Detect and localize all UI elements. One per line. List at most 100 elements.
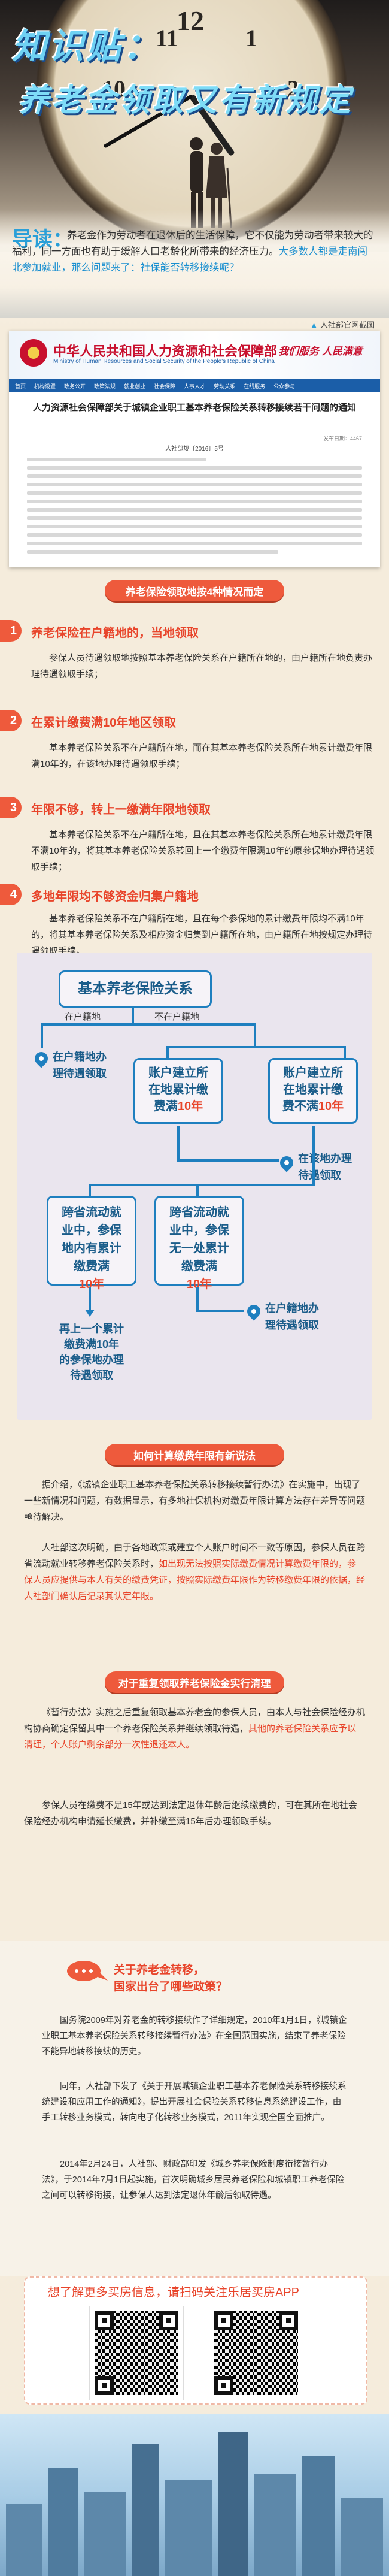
flow-connector [89,1184,91,1196]
location-pin-icon [277,1153,296,1172]
document-org-name: 中华人民共和国人力资源和社会保障部 [53,344,278,359]
doc-nav-item: 在线服务 [244,383,266,389]
item-body: 参保人员待遇领取地按照基本养老保险关系在户籍所在地的，由户籍所在地负责办理待遇领… [31,653,373,679]
city-skyline-footer [0,2414,389,2576]
flow-connector [196,1287,199,1311]
flow-connector [41,1023,43,1048]
flow-box-line: 业中，参保 [169,1224,229,1237]
clock-number: 11 [156,25,178,52]
page-title-line1: 知识贴： [12,27,161,66]
section2-paragraph: 据介绍，《城镇企业职工基本养老保险关系转移接续暂行办法》在实施中，出现了一些新情… [24,1480,366,1522]
lead-text-highlight: 大多数人都是走南闯北参加就业，那么问题来了：社保能否转移接续呢？ [12,246,367,273]
document-meta: 发布日期：4467 [323,436,362,442]
lead-panel [0,210,389,329]
flow-connector [89,1287,91,1311]
page-title-line2: 养老金领取又有新规定 [18,83,354,118]
item-title: 在累计缴费满10年地区领取 [31,716,177,730]
flow-box-cross-province-none-10: 跨省流动就 业中，参保 无一处累计 缴费满 10年 [154,1196,244,1291]
doc-nav-item: 政策法规 [94,383,116,389]
doc-nav-item: 劳动关系 [214,383,236,389]
section3-paragraph: 《暂行办法》实施之后重复领取基本养老金的参保人员，由本人与社会保险经办机构协商确… [24,1704,365,1753]
flow-box-highlight: 10年 [78,1278,105,1291]
flow-box-highlight: 10年 [318,1100,344,1113]
qr-finder-pattern [95,2376,114,2395]
flow-box-line: 账户建立所 [148,1066,208,1080]
building-shape [48,2468,78,2576]
document-text-line [27,458,206,461]
document-text-line [27,508,362,512]
flow-box-line: 跨省流动就 [62,1206,121,1219]
item-body: 基本养老保险关系不在户籍所在地，而在其基本养老保险关系所在地累计缴费年限满10年… [31,743,373,769]
arrow-down-icon [85,1310,95,1317]
item-number-badge: 2 [0,710,22,731]
flow-box-line: 跨省流动就 [169,1206,229,1219]
item-title: 年限不够，转上一缴满年限地领取 [31,803,211,817]
flow-connector [196,1184,199,1196]
section3-paragraph-highlight: 其他的养老保险关系应予以清理，个人账户剩余部分一次性退还本人。 [24,1724,357,1750]
flow-box-under-10-years: 账户建立所 在地累计缴 费不满10年 [268,1058,358,1124]
qr-code-image[interactable] [209,2306,303,2400]
flow-label-in-hukou: 在户籍地 [65,1012,101,1022]
flow-connector [132,1006,134,1024]
qr-code-image[interactable] [89,2306,184,2400]
flow-box-line: 业中，参保 [62,1224,121,1237]
triangle-icon: ▲ [310,321,318,329]
flow-connector [196,1310,244,1312]
building-shape [84,2492,126,2576]
flow-box-highlight: 10年 [186,1278,212,1291]
flow-box-line: 缴费满 [181,1260,217,1273]
clock-number: 2 [287,75,299,102]
national-emblem-icon [20,339,47,367]
lead-text: 养老金作为劳动者在退休后的生活保障，它不仅能为劳动者带来较大的福利，同一方面也有… [12,228,377,276]
document-text-line [27,500,362,503]
item-title: 多地年限均不够资金归集户籍地 [31,890,199,903]
flow-connector [344,1046,346,1058]
flow-box-line: 缴费满 [74,1260,110,1273]
section-banner: 对于重复领取养老保险金实行清理 [105,1671,284,1693]
flow-box-cross-province-has-10: 跨省流动就 业中，参保 地内有累计 缴费满 10年 [47,1196,136,1291]
qr-promo-card [24,2276,367,2405]
qr-finder-pattern [95,2311,114,2330]
clock-number: 10 [102,75,126,102]
doc-nav-item: 公众参与 [273,383,296,389]
flow-result-local: 在该地办理 待遇领取 [298,1153,352,1181]
document-text-line [27,525,362,528]
flow-box-line: 费不满 [282,1100,318,1113]
building-shape [132,2444,159,2576]
flow-connector [312,1126,315,1186]
item-body: 基本养老保险关系不在户籍所在地，且在其基本养老保险关系所在地累计缴费年限不满10… [31,830,375,872]
clock-illustration: 11 12 1 10 2 [36,0,347,246]
qr-finder-pattern [214,2376,233,2395]
flow-label-not-in-hukou: 不在户籍地 [154,1012,200,1022]
qr-finder-pattern [159,2311,178,2330]
document-header: 中华人民共和国人力资源和社会保障部 Ministry of Human Reso… [9,331,380,380]
qr-promo-text: 想了解更多买房信息，请扫码关注乐居买房APP [48,2286,300,2299]
flow-box-line: 在地累计缴 [283,1083,343,1096]
doc-nav-item: 首页 [15,383,26,389]
flow-connector [177,1159,279,1162]
flow-box-line: 无一处累计 [169,1242,229,1255]
flow-result-in-hukou: 在户籍地办 理待遇领取 [53,1051,107,1080]
section2-paragraph-highlight: 如出现无法按照实际缴费情况计算缴费年限的，参保人员应提供与本人有关的缴费凭证，按… [24,1559,366,1601]
clock-number: 1 [245,25,257,52]
section2-paragraph: 人社部这次明确，由于各地政策或建立个人账户时间不一致等原因，参保人员在跨省流动就… [24,1540,365,1604]
doc-nav-item: 社会保障 [154,383,176,389]
item-title: 养老保险在户籍地的，当地领取 [31,627,199,640]
building-shape [341,2498,383,2576]
flow-box-highlight: 10年 [177,1100,203,1113]
building-shape [165,2480,212,2576]
lead-text-body: 养老金作为劳动者在退休后的生活保障，它不仅能为劳动者带来较大的福利，同一方面也有… [12,230,373,257]
document-org-name-en: Ministry of Human Resources and Social S… [53,358,275,365]
source-caption: ▲人社部官网截图 [310,319,375,330]
location-pin-icon [244,1302,263,1321]
flow-box-paid-10-years: 账户建立所 在地累计缴 费满10年 [133,1058,223,1124]
document-text-line [27,491,362,495]
section3-paragraph-text: 《暂行办法》实施之后重复领取基本养老金的参保人员，由本人与社会保险经办机构协商确… [24,1707,366,1734]
qr-finder-pattern [279,2311,298,2330]
flow-box-line: 在地累计缴 [148,1083,208,1096]
item-number-badge: 4 [0,884,22,905]
document-text-line [27,483,362,486]
document-screenshot: 中华人民共和国人力资源和社会保障部 Ministry of Human Reso… [9,331,380,567]
section2-paragraph-text: 人社部这次明确，由于各地政策或建立个人账户时间不一致等原因，参保人员在跨省流动就… [24,1543,366,1569]
section-banner: 养老保险领取地按4种情况而定 [105,580,284,601]
